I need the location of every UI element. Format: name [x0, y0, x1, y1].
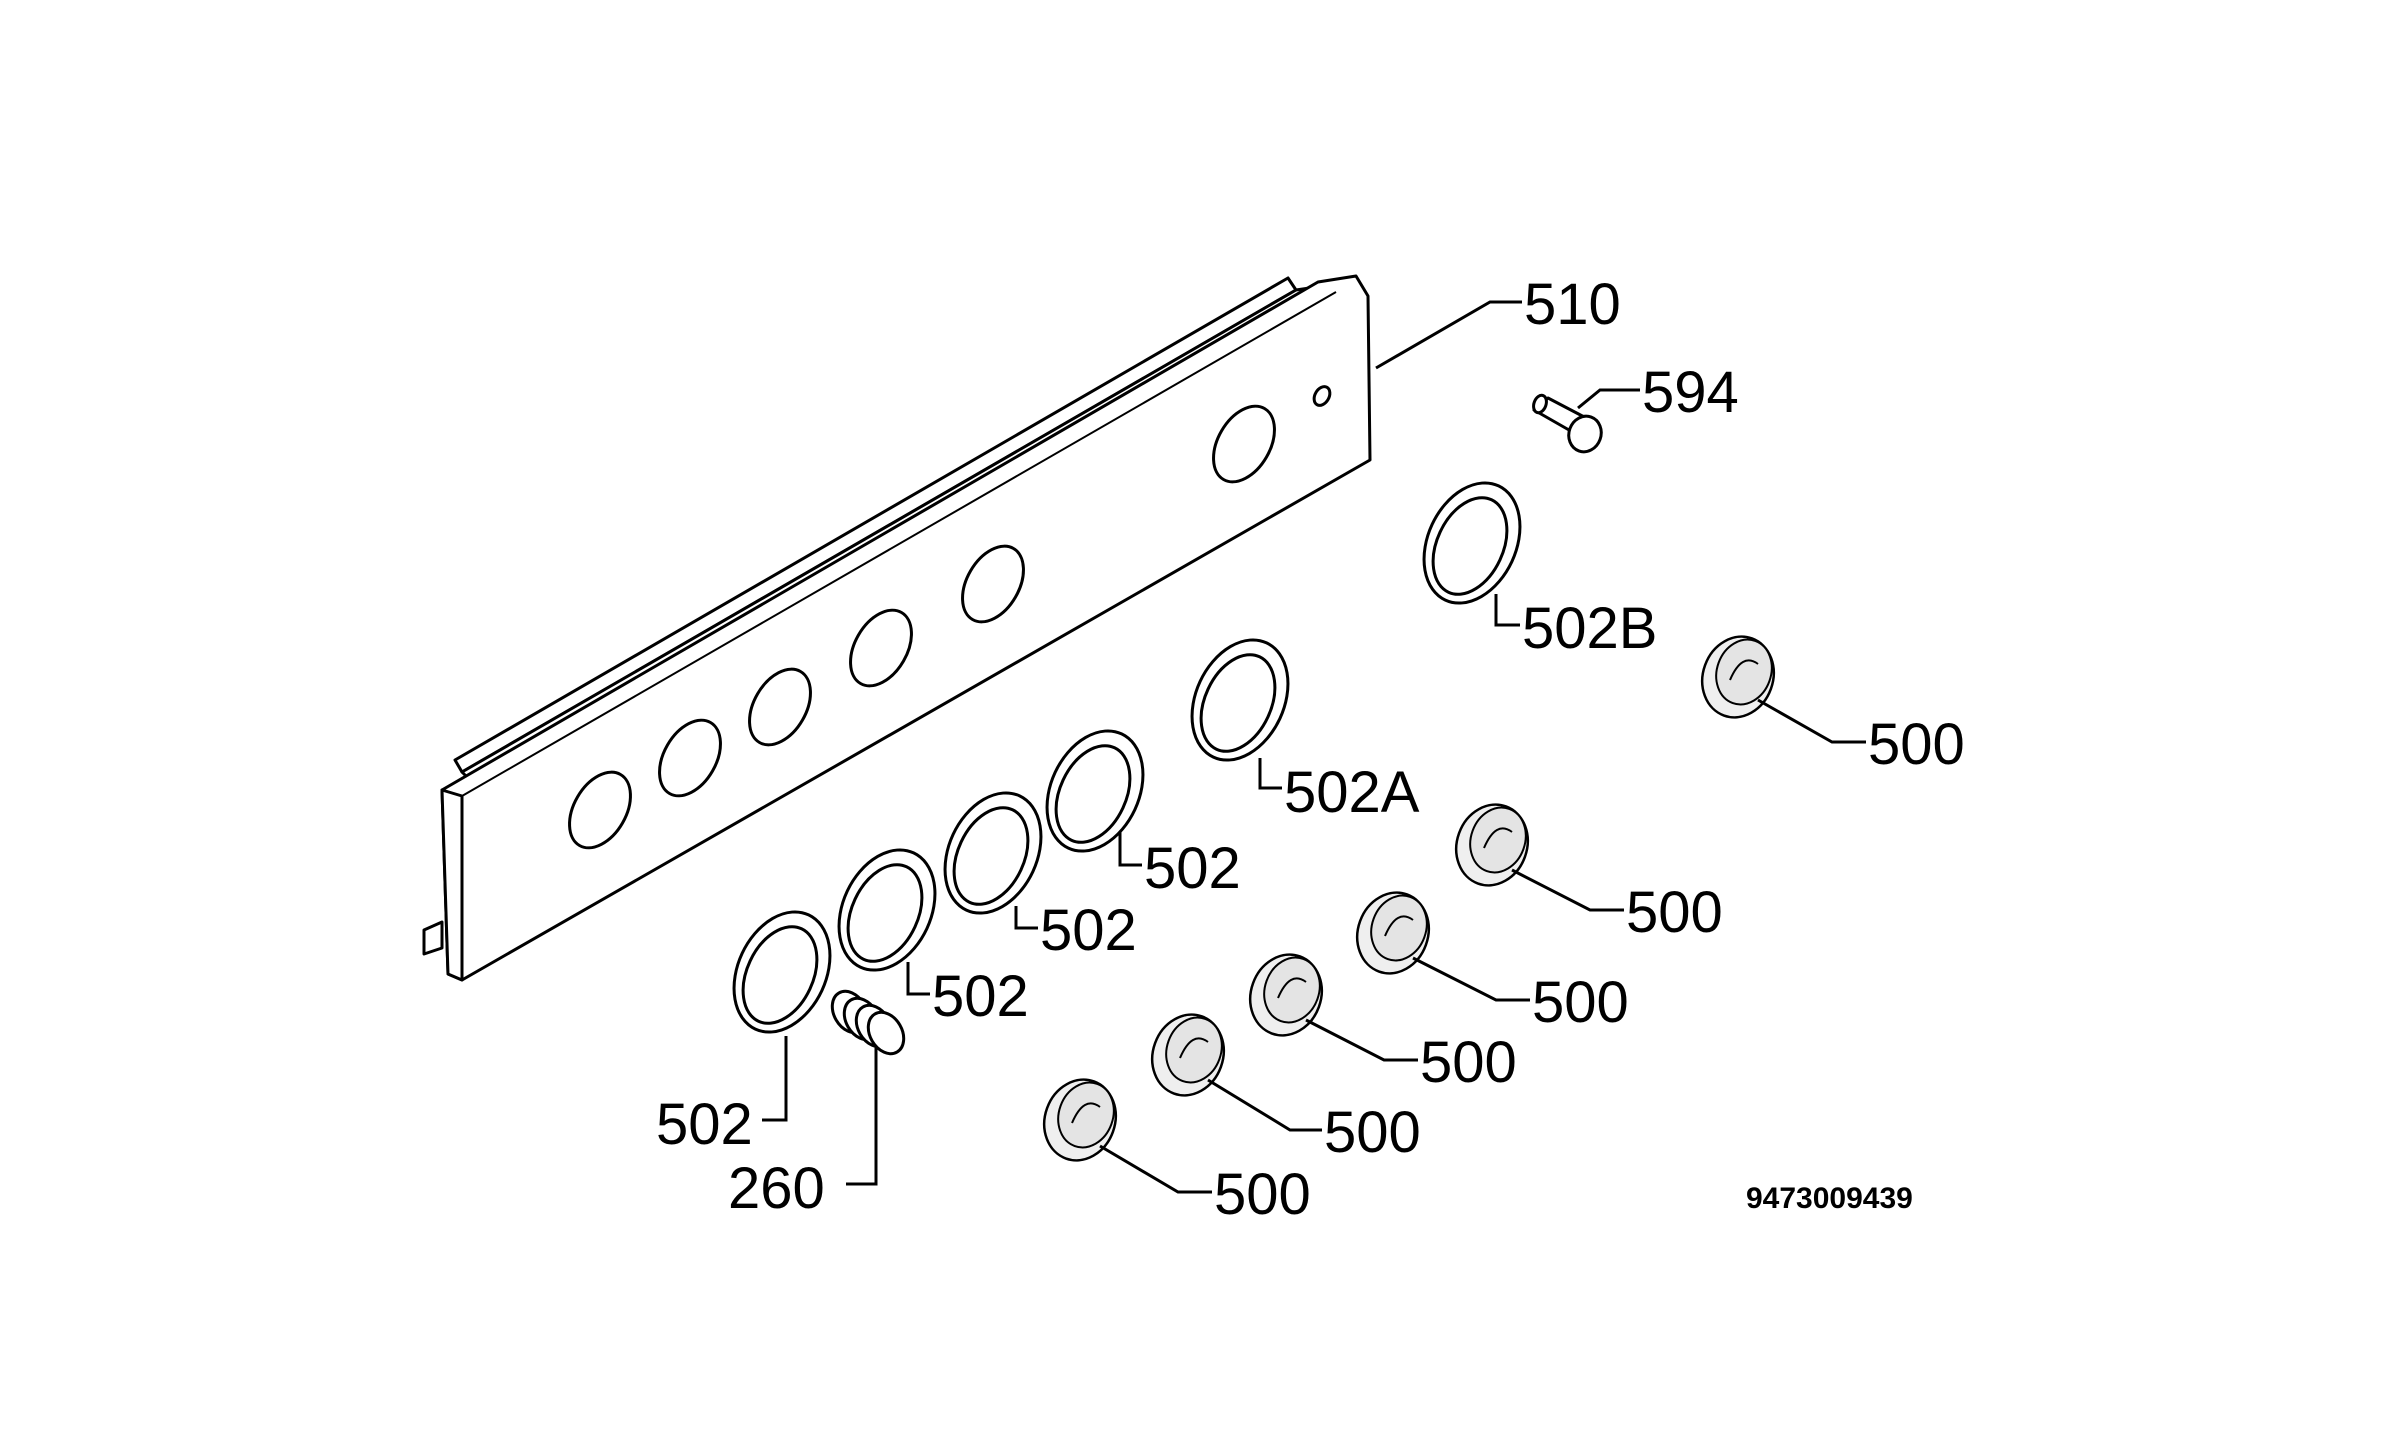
knob-500-2 [1454, 803, 1530, 887]
label-502-1: 502 [656, 1092, 753, 1157]
panel-screw-hole [1312, 385, 1332, 407]
label-502b: 502B [1522, 596, 1657, 661]
label-502-2: 502 [932, 964, 1029, 1029]
knob-500-1 [1700, 635, 1776, 719]
label-502a: 502A [1284, 760, 1420, 825]
panel-hole-5 [961, 544, 1025, 624]
label-502-4: 502 [1144, 836, 1241, 901]
panel-hole-2 [658, 718, 722, 798]
spring-260 [830, 989, 906, 1056]
label-500-5: 500 [1324, 1100, 1421, 1165]
ring-502-1 [732, 910, 832, 1034]
ring-502b [1422, 481, 1522, 605]
part-labels: 510 594 502B 502A 502 502 502 502 260 50… [656, 272, 1965, 1227]
panel-hole-1 [568, 770, 632, 850]
ring-502-2 [837, 848, 937, 972]
knob-500-4 [1248, 953, 1324, 1037]
pin-594 [1532, 393, 1603, 454]
ring-502-3 [943, 791, 1043, 915]
control-panel-510 [422, 274, 1372, 982]
ring-502a [1190, 638, 1290, 762]
leader-lines [762, 300, 1866, 1194]
label-594: 594 [1642, 360, 1739, 425]
label-510: 510 [1524, 272, 1621, 337]
panel-hole-3 [748, 667, 812, 747]
panel-hole-4 [849, 608, 913, 688]
label-500-1: 500 [1868, 712, 1965, 777]
label-500-2: 500 [1626, 880, 1723, 945]
label-500-4: 500 [1420, 1030, 1517, 1095]
knob-500-3 [1355, 891, 1431, 975]
knob-500-5 [1150, 1013, 1226, 1097]
panel-hole-6 [1212, 404, 1276, 484]
knob-500-6 [1042, 1078, 1118, 1162]
label-500-6: 500 [1214, 1162, 1311, 1227]
label-500-3: 500 [1532, 970, 1629, 1035]
label-502-3: 502 [1040, 898, 1137, 963]
ring-502-4 [1045, 729, 1145, 853]
drawing-number: 9473009439 [1746, 1182, 1913, 1215]
label-260: 260 [728, 1156, 825, 1221]
